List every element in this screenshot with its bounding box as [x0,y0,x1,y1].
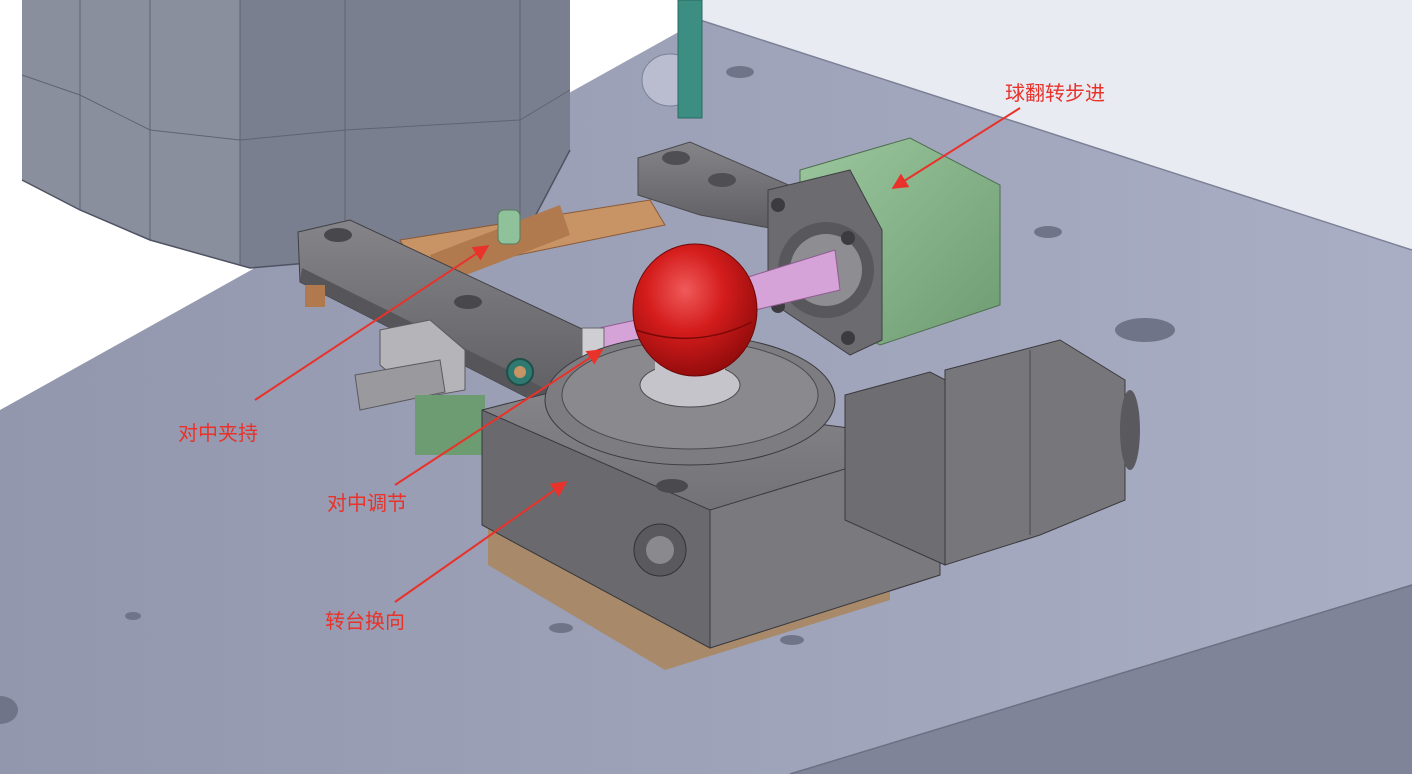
arrow-center-adjust [394,349,604,486]
arrow-center-clamp [254,245,490,401]
label-ball-flip-step: 球翻转步进 [1005,81,1105,105]
turntable-base [481,334,941,670]
main-housing [21,0,571,269]
red-ball [632,243,758,400]
label-turntable-turn: 转台换向 [325,609,405,633]
arrow-turntable [394,481,568,603]
stepper-motor-side [844,339,1140,566]
callout-arrows [254,107,1021,603]
rear-bracket [637,141,801,231]
teal-rod [677,0,703,119]
guide-block [354,319,485,455]
label-center-clamp: 对中夹持 [178,421,258,445]
arrow-ball-flip [891,107,1021,189]
copper-rack [399,199,666,285]
label-center-adjust: 对中调节 [327,491,407,515]
